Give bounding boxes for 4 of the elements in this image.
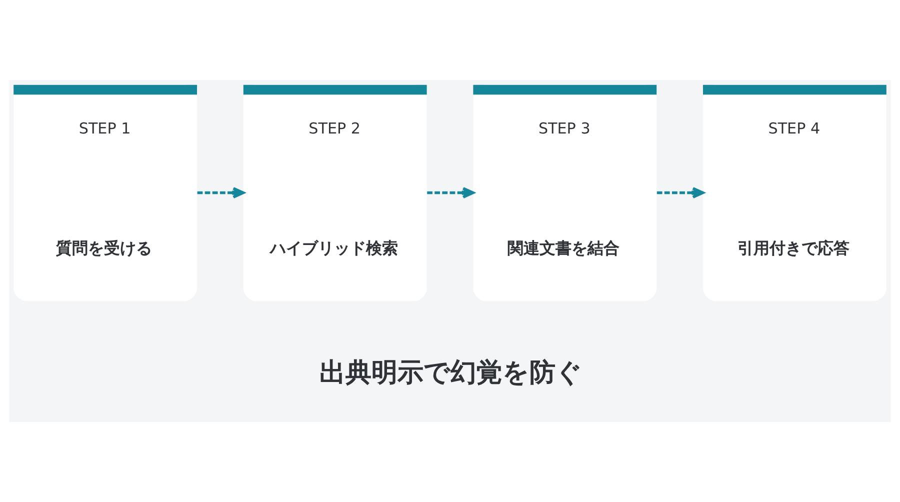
arrow xyxy=(427,187,474,198)
caption: 出典明示で幻覚を防ぐ xyxy=(319,358,582,388)
arrow xyxy=(656,187,704,198)
arrow xyxy=(197,187,245,198)
